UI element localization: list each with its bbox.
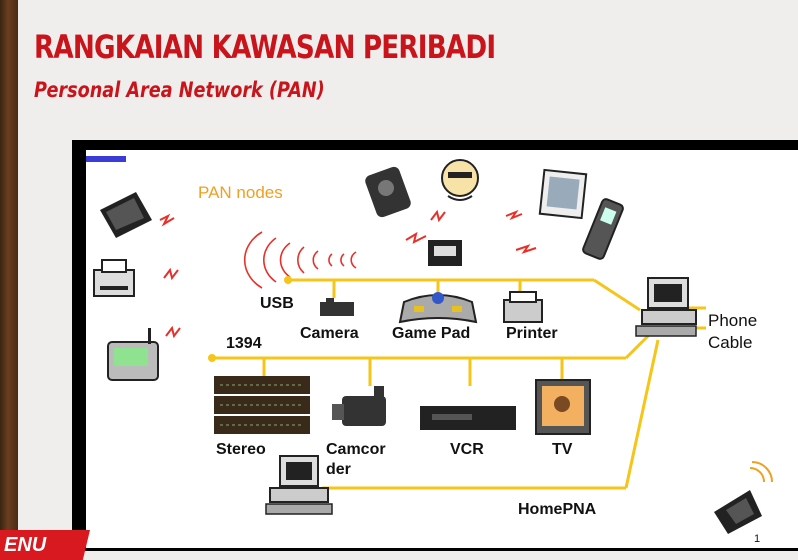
phone-cable-label: Cable [708,333,752,352]
ieee-device-label: TV [552,441,573,458]
usb-device-label: Camera [300,325,359,342]
ieee-device-label: der [326,461,351,478]
homepna-label: HomePNA [518,501,597,518]
wireless-links [159,209,537,339]
slide-title: RANGKAIAN KAWASAN PERIBADI [34,28,496,66]
mobile-phone-icon [582,198,624,260]
phone-cable-label: Phone [708,311,757,330]
laptop-wireless-icon [714,461,773,534]
usb-printer-icon [503,291,543,323]
wireless-arcs [243,231,357,289]
usb-label: USB [260,295,294,312]
pda-icon [107,328,159,381]
ieee-device-label: Camcor [326,441,386,458]
usb-camera-icon [320,298,354,316]
pan-diagram: PAN nodes [86,150,798,548]
ieee1394-label: 1394 [226,335,262,352]
gamepad-icon [398,292,478,324]
page-number: 1 [754,533,760,545]
printer-icon [93,259,135,297]
wood-edge [0,0,18,560]
laptop-icon [100,192,152,238]
ieee-bus-endpoint [208,354,216,362]
camcorder-icon [332,386,386,426]
headset-user-icon [441,159,479,201]
pan-nodes-label: PAN nodes [198,183,283,202]
corner-mark [86,156,126,162]
usb-bus-endpoint [284,276,292,284]
slide-subtitle: Personal Area Network (PAN) [34,78,325,102]
stereo-icon [214,376,310,434]
homepna-computer-icon [265,455,333,515]
handheld-camera-icon [365,166,411,218]
usb-device-label: Printer [506,325,558,342]
diagram-frame: PAN nodes [72,140,798,551]
ieee-device-label: VCR [450,441,484,458]
tv-icon [535,379,591,435]
pan-diagram-svg: PAN nodes [86,156,773,545]
ieee-device-label: Stereo [216,441,266,458]
usb-device-label: Game Pad [392,325,470,342]
desktop-computer-icon [635,277,697,337]
menu-button[interactable]: ENU [0,530,90,560]
tablet-icon [538,168,588,220]
vcr-icon [420,406,516,430]
